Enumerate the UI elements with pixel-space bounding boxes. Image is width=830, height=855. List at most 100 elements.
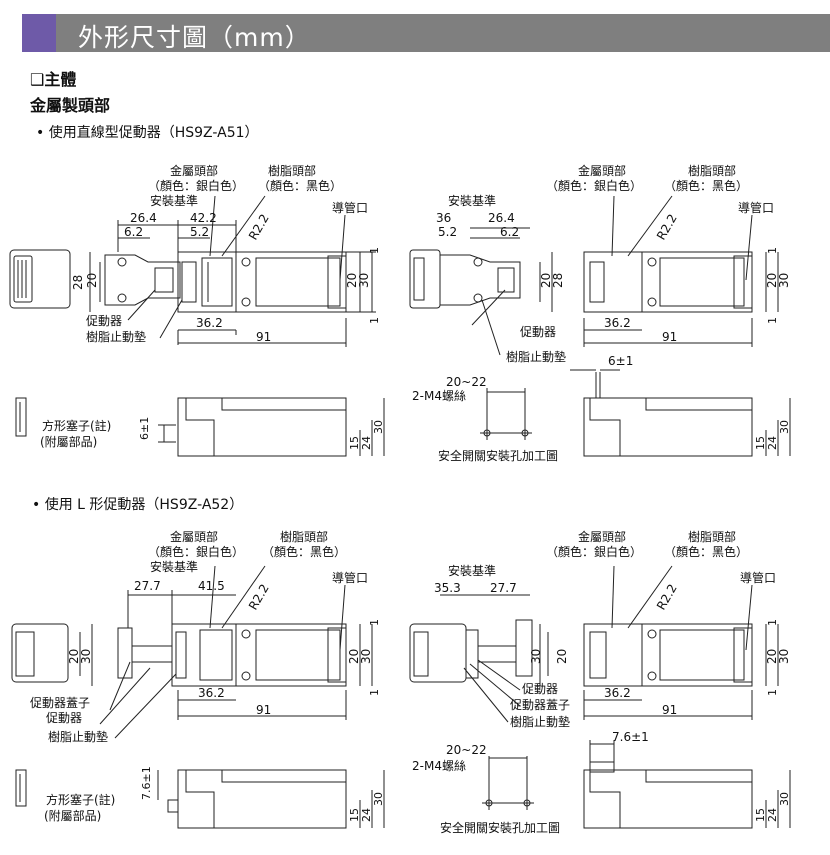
section-metal-head: 金屬製頭部 — [30, 96, 111, 115]
dim-6-2-a: 6.2 — [124, 225, 143, 239]
label-mount-ref-4: 安裝基準 — [448, 563, 496, 578]
label-resin-head-1: 樹脂頭部 — [268, 163, 316, 178]
label-screw-1: 2-M4螺絲 — [412, 388, 466, 403]
label-conduit-1: 導管口 — [332, 200, 368, 215]
label-resin-stop-1: 樹脂止動墊 — [86, 329, 146, 344]
dim-20-a: 20 — [85, 273, 99, 288]
dim-30-j: 30 — [778, 792, 791, 806]
label-color-silver-3: （顏色：銀白色） — [148, 544, 244, 559]
dim-6-2-b: 6.2 — [500, 225, 519, 239]
dim-26-4-a: 26.4 — [130, 211, 157, 225]
drawing-straight-left-top — [9, 195, 376, 347]
label-resin-stop-3: 樹脂止動墊 — [48, 729, 108, 744]
dim-27-7-b: 27.7 — [490, 581, 517, 595]
section-l-actuator: • 使用 L 形促動器（HS9Z-A52） — [32, 497, 244, 513]
dim-91-b: 91 — [662, 330, 677, 344]
dim-1-f: 1 — [368, 689, 381, 696]
label-resin-head-3: 樹脂頭部 — [280, 529, 328, 544]
dim-30-b: 30 — [372, 420, 385, 434]
hole-diagram-2 — [482, 756, 534, 810]
dim-1-c: 1 — [766, 247, 779, 254]
dim-30-h: 30 — [529, 649, 543, 664]
label-actuator-cover-1: 促動器蓋子 — [30, 696, 90, 710]
label-mount-ref-1: 安裝基準 — [150, 193, 198, 208]
dim-36-2-d: 36.2 — [604, 686, 631, 700]
label-metal-head-3: 金屬頭部 — [170, 529, 218, 544]
dim-30-c: 30 — [777, 273, 791, 288]
dim-36-2-b: 36.2 — [604, 316, 631, 330]
drawing-l-right-side — [583, 740, 791, 829]
drawing-straight-right-top — [409, 195, 779, 356]
dim-28-a: 28 — [71, 275, 85, 290]
dim-24-b: 24 — [766, 436, 779, 450]
dim-26-4-b: 26.4 — [488, 211, 515, 225]
dim-1-b: 1 — [368, 317, 381, 324]
label-color-black-1: （顏色：黑色） — [258, 178, 342, 193]
dim-36-2-c: 36.2 — [198, 686, 225, 700]
label-hole-diagram-2: 安全開關安裝孔加工圖 — [440, 820, 560, 835]
label-conduit-3: 導管口 — [332, 570, 368, 585]
label-actuator-cover-2: 促動器蓋子 — [510, 698, 570, 712]
title-bar: 外形尺寸圖（mm） — [22, 14, 830, 52]
dim-15-d: 15 — [754, 808, 767, 822]
label-metal-head-2: 金屬頭部 — [578, 163, 626, 178]
label-color-black-3: （顏色：黑色） — [262, 544, 346, 559]
dim-36-a: 36 — [436, 211, 451, 225]
dim-20-g: 20 — [555, 649, 569, 664]
dim-35-3: 35.3 — [434, 581, 461, 595]
dim-27-7-a: 27.7 — [134, 579, 161, 593]
hole-diagram-1 — [480, 388, 532, 440]
label-accessory-2: (附屬部品) — [44, 808, 101, 823]
dim-36-2-a: 36.2 — [196, 316, 223, 330]
dim-7-6pm1-b: 7.6±1 — [612, 730, 649, 744]
label-hole-diagram-1: 安全開關安裝孔加工圖 — [438, 448, 558, 463]
dim-28-b: 28 — [551, 273, 565, 288]
label-actuator-4: 促動器 — [522, 682, 558, 696]
dim-1-h: 1 — [766, 689, 779, 696]
page-title: 外形尺寸圖（mm） — [78, 23, 311, 52]
dim-20-b: 20 — [345, 273, 359, 288]
dim-5-2-b: 5.2 — [438, 225, 457, 239]
dim-20-h: 20 — [765, 649, 779, 664]
dim-1-d: 1 — [766, 317, 779, 324]
dim-24-d: 24 — [766, 808, 779, 822]
dim-30-e: 30 — [79, 649, 93, 664]
dim-1-g: 1 — [766, 619, 779, 626]
dim-30-d: 30 — [778, 420, 791, 434]
title-accent — [22, 14, 56, 52]
dim-91-c: 91 — [256, 703, 271, 717]
drawing-straight-right-side — [570, 369, 791, 457]
dim-30-a: 30 — [357, 273, 371, 288]
dim-20-e: 20 — [67, 649, 81, 664]
dim-30-i: 30 — [777, 649, 791, 664]
dim-20-f: 20 — [347, 649, 361, 664]
label-actuator-1: 促動器 — [86, 314, 122, 328]
dim-91-d: 91 — [662, 703, 677, 717]
dim-1-e: 1 — [368, 619, 381, 626]
label-r22-3: R2.2 — [246, 582, 272, 613]
label-metal-head-1: 金屬頭部 — [170, 163, 218, 178]
label-resin-head-2: 樹脂頭部 — [688, 163, 736, 178]
label-conduit-4: 導管口 — [740, 570, 776, 585]
label-resin-stop-4: 樹脂止動墊 — [510, 714, 570, 729]
dim-30-f: 30 — [359, 649, 373, 664]
dim-20-d: 20 — [765, 273, 779, 288]
drawing-l-left-side — [15, 769, 385, 829]
dim-15-a: 15 — [348, 436, 361, 450]
dim-15-c: 15 — [348, 808, 361, 822]
label-conduit-2: 導管口 — [738, 200, 774, 215]
label-mount-ref-2: 安裝基準 — [448, 193, 496, 208]
label-r22-2: R2.2 — [654, 212, 680, 243]
label-metal-head-4: 金屬頭部 — [578, 529, 626, 544]
label-color-silver-2: （顏色：銀白色） — [546, 178, 642, 193]
dim-24-a: 24 — [360, 436, 373, 450]
dim-15-b: 15 — [754, 436, 767, 450]
label-actuator-2: 促動器 — [520, 325, 556, 339]
dim-7-6pm1-a: 7.6±1 — [140, 766, 153, 800]
drawing-l-right-top — [409, 565, 779, 723]
drawing-straight-left-side — [15, 397, 385, 457]
dim-24-c: 24 — [360, 808, 373, 822]
dim-20-22-b: 20~22 — [446, 743, 487, 757]
label-screw-2: 2-M4螺絲 — [412, 758, 466, 773]
